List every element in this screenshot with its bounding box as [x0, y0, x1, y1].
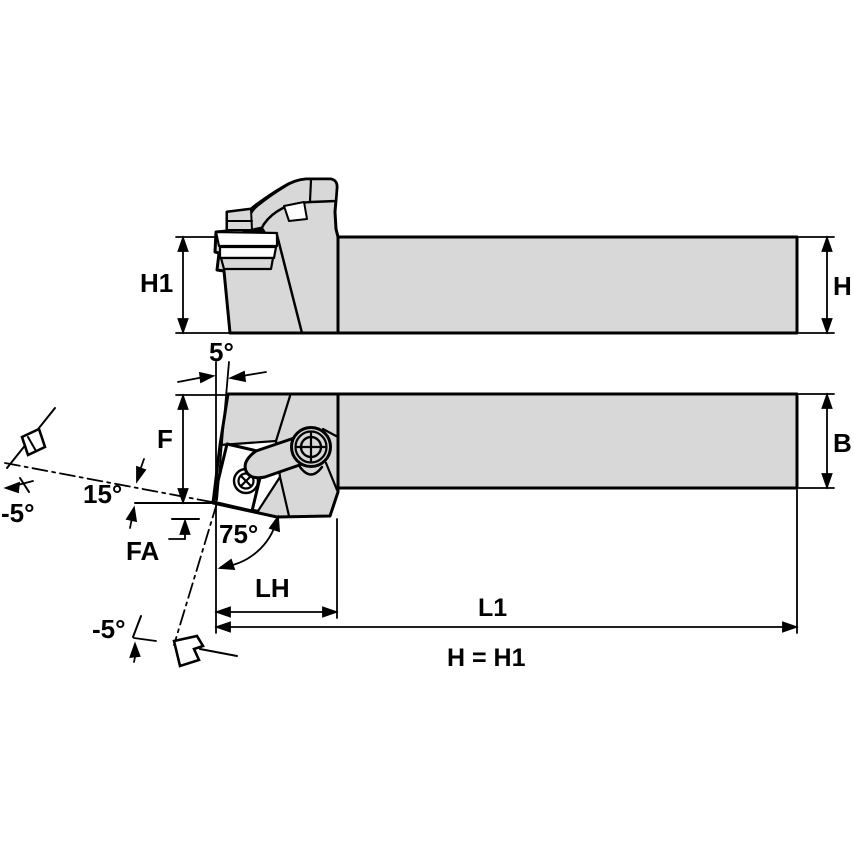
dim-label-f: F: [157, 424, 173, 454]
dim-label-rake-bottom: -5°: [92, 614, 126, 644]
dim-h1: [175, 235, 232, 335]
dim-label-h: H: [833, 271, 852, 301]
plan-view-shank: [336, 392, 799, 490]
dim-angle-15: [4, 458, 218, 529]
side-view-clamp-arm: [245, 177, 339, 235]
dim-label-b: B: [833, 428, 852, 458]
dim-angle-75: [217, 514, 280, 570]
side-view-shank: [336, 235, 799, 335]
side-view-screw: [283, 201, 308, 222]
dim-f: [134, 393, 227, 505]
dim-h: [798, 235, 835, 335]
dim-label-angle-15: 15°: [83, 479, 123, 509]
dimension-annotations: [3, 235, 835, 668]
dim-label-h1: H1: [140, 268, 174, 298]
dim-l1: [214, 489, 799, 634]
clamp-screw-icon: [294, 430, 328, 464]
insert-screw-icon: [232, 467, 260, 495]
clamp-bump: [298, 465, 324, 476]
dim-angle-5: [177, 361, 267, 634]
dim-fa: [168, 518, 200, 540]
side-view-clamp-stack: [226, 208, 253, 231]
dim-b: [798, 392, 835, 490]
dim-lh: [214, 518, 339, 619]
rake-section-bottom: [129, 502, 238, 668]
equality-note: H = H1: [447, 644, 526, 672]
rake-section-left: [3, 407, 56, 494]
side-view-seat-band: [219, 256, 275, 271]
dim-label-lh: LH: [255, 573, 290, 603]
dim-label-rake-left: -5°: [1, 498, 35, 528]
plan-view: [211, 392, 799, 519]
dim-label-fa: FA: [126, 536, 160, 566]
dim-label-l1: L1: [478, 594, 508, 622]
dim-label-angle-5: 5°: [209, 337, 234, 367]
side-view: [213, 177, 799, 335]
side-view-insert-band: [214, 230, 279, 248]
dim-label-angle-75: 75°: [219, 519, 259, 549]
side-view-shim-band: [218, 245, 278, 260]
